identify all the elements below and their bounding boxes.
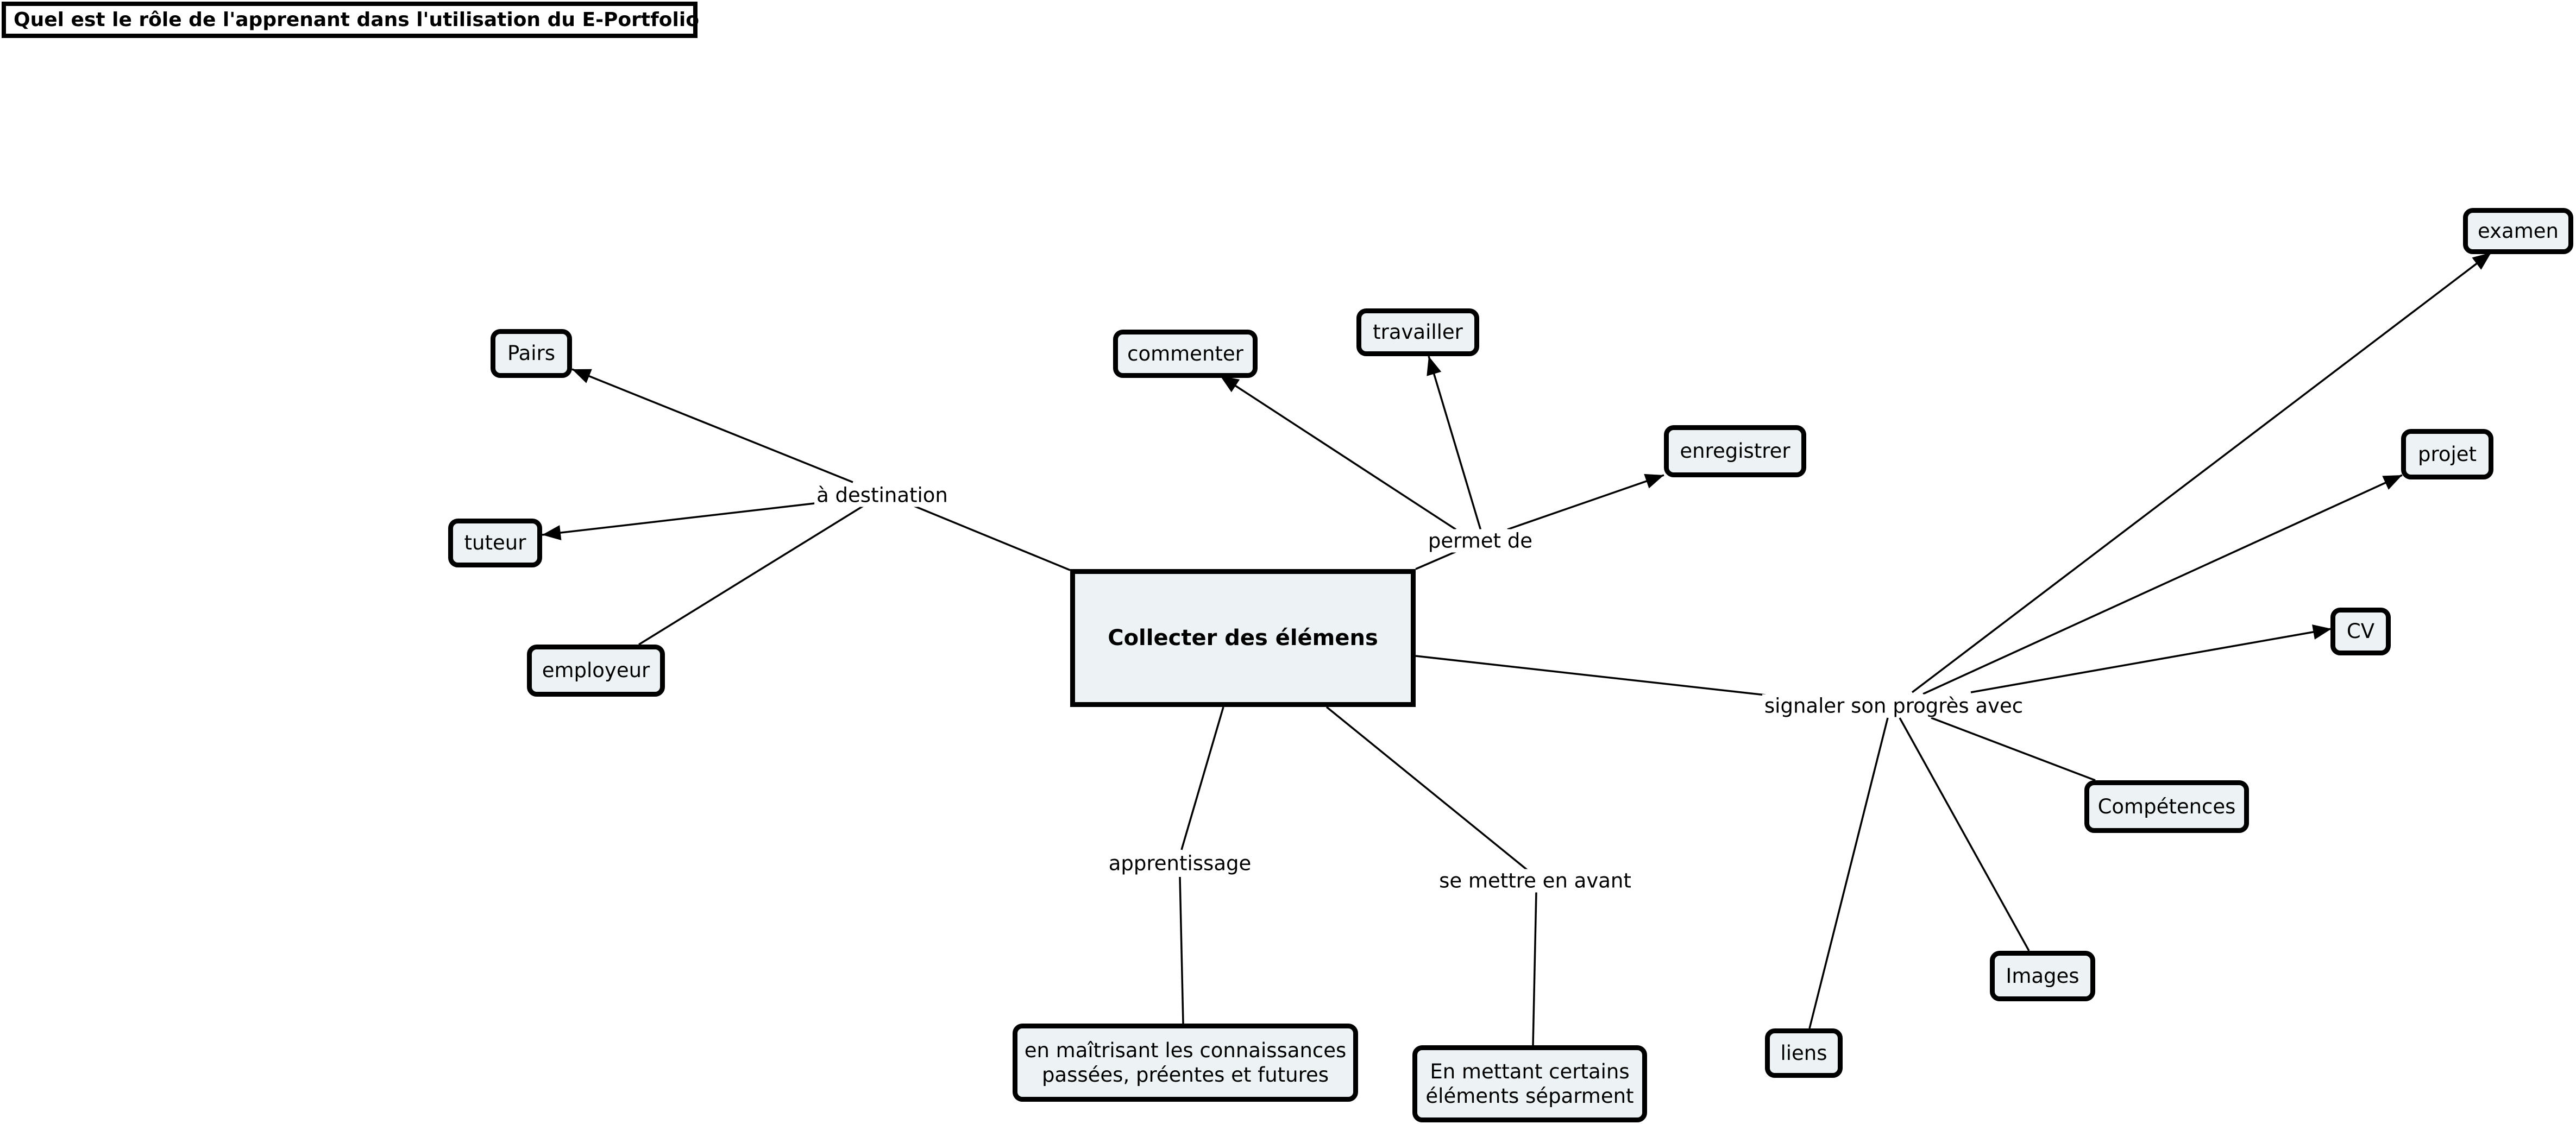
arrow-permet-to-commenter: [1220, 375, 1456, 531]
concept-tuteur[interactable]: tuteur: [448, 519, 542, 567]
arrow-signaler-to-projet: [1922, 474, 2403, 695]
arrow-permet-to-commenter-arrowhead: [1220, 376, 1240, 393]
line-main-to-permet: [1415, 551, 1456, 570]
concept-collecter-elemens[interactable]: Collecter des élémens: [1070, 569, 1416, 707]
link-permet-de: permet de: [1425, 529, 1535, 553]
arrow-signaler-to-examen-arrowhead: [2472, 252, 2491, 270]
line-apprentissage-to-maitrisant: [1179, 876, 1184, 1024]
map-title: Quel est le rôle de l'apprenant dans l'u…: [2, 2, 699, 38]
arrow-destination-to-pairs: [571, 368, 853, 483]
concept-commenter[interactable]: commenter: [1113, 330, 1258, 378]
arrow-permet-to-enregistrer: [1507, 474, 1664, 531]
line-signaler-to-liens: [1808, 717, 1889, 1029]
concept-employeur[interactable]: employeur: [527, 645, 665, 697]
arrow-permet-to-enregistrer-arrowhead: [1644, 473, 1664, 489]
concept-projet[interactable]: projet: [2401, 429, 2493, 479]
arrow-signaler-to-projet-arrowhead: [2382, 475, 2402, 490]
arrow-permet-to-travailler: [1428, 356, 1482, 531]
link-se-mettre-en-avant: se mettre en avant: [1437, 869, 1633, 893]
arrow-destination-to-tuteur: [542, 502, 820, 536]
line-main-to-mettre-avant: [1325, 706, 1530, 873]
arrow-signaler-to-cv: [1970, 628, 2332, 693]
line-main-to-signaler: [1415, 655, 1766, 696]
connector-lines: [542, 251, 2492, 1046]
concept-examen[interactable]: examen: [2463, 208, 2573, 254]
line-main-to-apprentissage: [1180, 706, 1224, 850]
line-mettre-avant-to-separement: [1532, 891, 1537, 1046]
concept-enregistrer[interactable]: enregistrer: [1664, 425, 1806, 477]
arrow-destination-to-pairs-arrowhead: [572, 369, 592, 383]
concept-travailler[interactable]: travailler: [1356, 308, 1479, 356]
concept-liens[interactable]: liens: [1765, 1028, 1843, 1078]
concept-cv[interactable]: CV: [2330, 608, 2391, 655]
line-signaler-to-images: [1899, 717, 2030, 951]
concept-elements-separement[interactable]: En mettant certains éléments séparment: [1412, 1045, 1647, 1122]
line-main-to-destination: [911, 504, 1071, 571]
concept-maitrisant-connaissances[interactable]: en maîtrisant les connaissances passées,…: [1013, 1024, 1358, 1102]
arrow-signaler-to-examen: [1911, 251, 2492, 693]
arrow-destination-to-tuteur-arrowhead: [542, 525, 562, 540]
link-a-destination: à destination: [814, 483, 950, 507]
arrow-permet-to-travailler-arrowhead: [1427, 356, 1442, 376]
line-signaler-to-competences: [1931, 717, 2096, 781]
concept-images[interactable]: Images: [1990, 951, 2095, 1001]
line-destination-to-employeur: [638, 504, 865, 646]
concept-pairs[interactable]: Pairs: [491, 329, 572, 378]
arrow-signaler-to-cv-arrowhead: [2312, 624, 2332, 640]
link-apprentissage: apprentissage: [1106, 851, 1254, 875]
link-signaler-progres: signaler son progrès avec: [1762, 694, 2026, 718]
concept-competences[interactable]: Compétences: [2084, 780, 2249, 833]
